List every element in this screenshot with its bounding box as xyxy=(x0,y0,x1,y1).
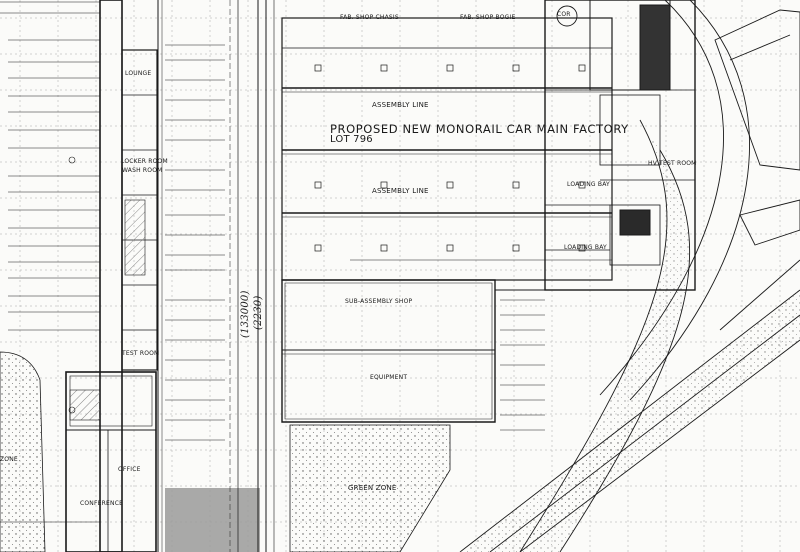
north-block-outline xyxy=(714,9,800,246)
column-marker xyxy=(446,244,454,252)
column-marker xyxy=(314,64,322,72)
column-marker xyxy=(578,64,586,72)
dimension-marks xyxy=(0,1,100,523)
room-label-green-zone: GREEN ZONE xyxy=(348,484,397,492)
column-marker xyxy=(512,244,520,252)
room-label-fab-shop-chassis: FAB. SHOP CHASIS xyxy=(340,14,399,21)
room-label-loading-bay-1: LOADING BAY xyxy=(567,181,610,188)
room-label-sub-assembly-shop: SUB-ASSEMBLY SHOP xyxy=(345,298,413,305)
room-label-wash-room: WASH ROOM xyxy=(122,167,163,174)
drawing-title: PROPOSED NEW MONORAIL CAR MAIN FACTORY xyxy=(330,122,629,136)
room-label-conference: CONFERENCE xyxy=(80,500,124,507)
column-marker xyxy=(380,181,388,189)
drawing-lot-number: LOT 796 xyxy=(330,134,373,145)
room-label-equipment: EQUIPMENT xyxy=(370,374,408,381)
room-label-test-room: TEST ROOM xyxy=(122,350,160,357)
room-label-lounge: LOUNGE xyxy=(125,70,152,77)
room-label-hv-test-room: HV TEST ROOM xyxy=(648,160,697,167)
column-marker xyxy=(512,181,520,189)
hatched-area xyxy=(165,488,260,552)
handwritten-dimension-1: (133000) xyxy=(240,290,251,338)
room-label-fab-shop-bogie: FAB. SHOP BOGIE xyxy=(460,14,516,21)
column-marker xyxy=(578,181,586,189)
column-marker xyxy=(512,64,520,72)
monorail-tracks xyxy=(459,0,800,552)
column-marker xyxy=(446,181,454,189)
room-label-assembly-line-1: ASSEMBLY LINE xyxy=(372,101,429,109)
room-label-assembly-line-2: ASSEMBLY LINE xyxy=(372,187,429,195)
column-marker xyxy=(446,64,454,72)
room-label-zone-left: ZONE xyxy=(0,456,18,463)
green-zone-area xyxy=(289,424,451,552)
room-label-loading-bay-2: LOADING BAY xyxy=(564,244,607,251)
column-marker xyxy=(380,64,388,72)
site-dotted-area-left xyxy=(0,351,46,552)
column-marker xyxy=(314,181,322,189)
road-lines xyxy=(157,0,275,552)
main-factory-walls xyxy=(281,0,696,423)
annotation-leaders xyxy=(8,39,545,441)
column-marker xyxy=(578,244,586,252)
column-marker xyxy=(380,244,388,252)
handwritten-dimension-2: (2230) xyxy=(253,295,264,330)
room-label-locker-room: LOCKER ROOM xyxy=(121,158,168,165)
office-strip-walls xyxy=(65,0,158,552)
room-label-office: OFFICE xyxy=(118,466,141,473)
column-marker xyxy=(314,244,322,252)
column-markers xyxy=(314,64,586,252)
room-label-cor: COR xyxy=(557,11,571,18)
rail-yard-dotted-band xyxy=(520,120,690,552)
